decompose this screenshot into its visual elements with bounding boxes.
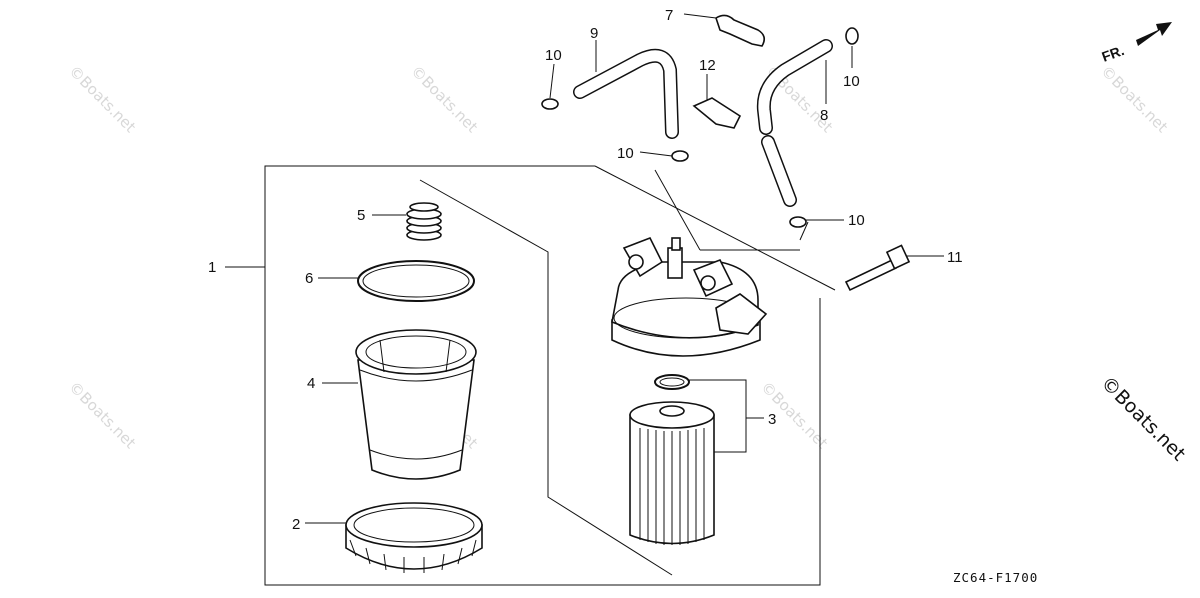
callout-8: 8 [820,107,828,124]
hose-part-8 [756,39,833,207]
direction-label: FR. [1100,42,1127,65]
callout-12: 12 [699,57,716,74]
hose-part-9 [573,48,679,139]
ring-nut-part-2 [345,502,483,573]
callout-3: 3 [768,411,776,428]
front-direction-arrow: FR. [1100,22,1172,65]
callout-6: 6 [305,270,313,287]
callout-10-center: 10 [617,145,634,162]
drawing-code: ZC64-F1700 [953,570,1039,585]
leader-lines [225,13,944,524]
callout-7: 7 [665,7,673,24]
callout-10-right: 10 [843,73,860,90]
assembly-outline [264,165,836,586]
callout-1: 1 [208,259,216,276]
callout-5: 5 [357,207,365,224]
callout-4: 4 [307,375,315,392]
bolt-part-11 [844,244,911,292]
spring-part-5 [406,202,442,241]
callout-labels: 1 2 3 4 5 6 7 8 9 10 10 10 10 11 12 [208,7,963,533]
clamp-part-12 [692,97,742,129]
filter-housing-head [611,236,768,357]
hose-holder-part-7 [715,14,766,47]
callout-10-lower: 10 [848,212,865,229]
filter-element-part-3 [629,401,715,545]
o-ring-part-6 [357,260,475,302]
callout-10-left: 10 [545,47,562,64]
callout-11: 11 [947,249,963,266]
callout-2: 2 [292,516,300,533]
callout-9: 9 [590,25,598,42]
filter-cup-part-4 [355,329,477,480]
small-o-ring [654,374,690,390]
